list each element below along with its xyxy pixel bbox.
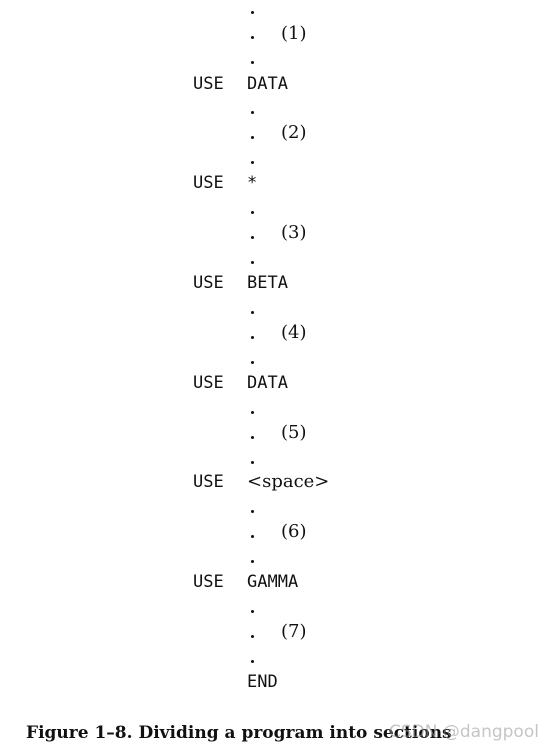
figure-caption: Figure 1–8. Dividing a program into sect…: [26, 723, 452, 743]
section-mark-3: (3): [281, 222, 307, 243]
use-operand-4: DATA: [247, 373, 288, 393]
ellipsis-dot: [251, 236, 254, 239]
ellipsis-dot: [251, 336, 254, 339]
use-keyword-4: USE: [193, 373, 224, 393]
ellipsis-dot: [251, 311, 254, 314]
ellipsis-dot: [251, 436, 254, 439]
ellipsis-dot: [251, 660, 254, 663]
ellipsis-dot: [251, 11, 254, 14]
ellipsis-dot: [251, 535, 254, 538]
ellipsis-dot: [251, 635, 254, 638]
ellipsis-dot: [251, 560, 254, 563]
ellipsis-dot: [251, 61, 254, 64]
ellipsis-dot: [251, 261, 254, 264]
use-operand-1: DATA: [247, 74, 288, 94]
section-mark-1: (1): [281, 23, 307, 44]
use-keyword-2: USE: [193, 173, 224, 193]
end-statement: END: [247, 672, 278, 692]
ellipsis-dot: [251, 111, 254, 114]
section-mark-5: (5): [281, 422, 307, 443]
ellipsis-dot: [251, 411, 254, 414]
section-mark-4: (4): [281, 322, 307, 343]
ellipsis-dot: [251, 136, 254, 139]
use-operand-2: *: [247, 173, 258, 193]
use-operand-5: <space>: [247, 471, 330, 492]
section-mark-6: (6): [281, 521, 307, 542]
ellipsis-dot: [251, 36, 254, 39]
watermark: CSDN @dangpool: [389, 722, 539, 742]
use-keyword-3: USE: [193, 273, 224, 293]
section-mark-7: (7): [281, 621, 307, 642]
use-operand-3: BETA: [247, 273, 288, 293]
use-operand-6: GAMMA: [247, 572, 299, 592]
ellipsis-dot: [251, 461, 254, 464]
ellipsis-dot: [251, 610, 254, 613]
use-keyword-6: USE: [193, 572, 224, 592]
use-keyword-1: USE: [193, 74, 224, 94]
ellipsis-dot: [251, 211, 254, 214]
ellipsis-dot: [251, 510, 254, 513]
section-mark-2: (2): [281, 122, 307, 143]
ellipsis-dot: [251, 161, 254, 164]
use-keyword-5: USE: [193, 472, 224, 492]
ellipsis-dot: [251, 361, 254, 364]
